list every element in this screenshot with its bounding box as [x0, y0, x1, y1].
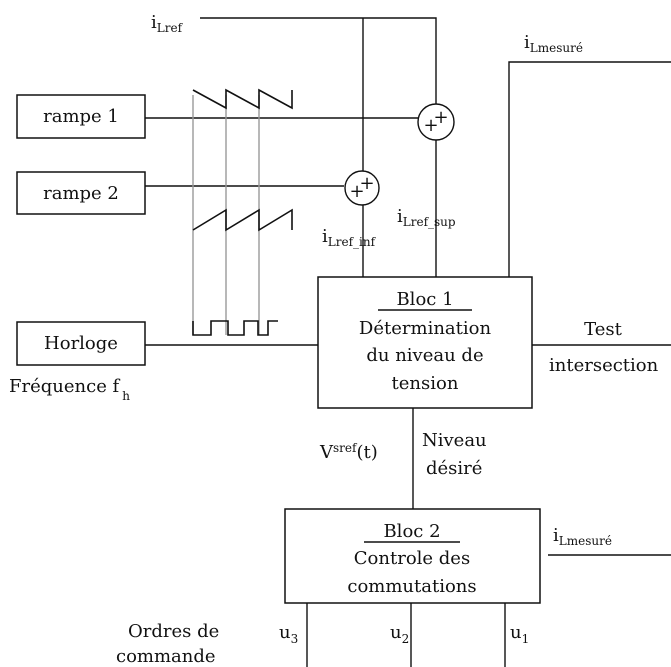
- horloge-label: Horloge: [44, 333, 118, 354]
- sawtooth-waveform-rampe2: [192, 208, 293, 232]
- horloge-block: Horloge: [16, 321, 146, 366]
- label-ordres-line2: commande: [116, 646, 216, 667]
- label-u3: u3: [279, 622, 298, 646]
- bloc2-title: Bloc 2: [383, 521, 440, 542]
- connection-wires: [145, 17, 671, 667]
- label-u2: u2: [390, 622, 409, 646]
- summer-inf-plus-2: +: [359, 173, 374, 194]
- bloc2-line1: Controle des: [354, 548, 470, 569]
- rampe2-label: rampe 2: [43, 183, 119, 204]
- wire-ilref-bus: [200, 17, 437, 104]
- label-test: Test: [584, 319, 622, 340]
- label-v-sref: Vsref(t): [319, 441, 378, 463]
- label-i-lref-sup: iLref_sup: [397, 206, 456, 229]
- label-u1: u1: [510, 622, 529, 646]
- summer-sup-plus-1: +: [423, 115, 438, 136]
- bloc1-line3: tension: [392, 373, 459, 394]
- rampe1-label: rampe 1: [43, 106, 119, 127]
- bloc1-line1: Détermination: [359, 318, 492, 339]
- wire-ilmesure-to-bloc1: [508, 61, 671, 277]
- label-niveau-line2: désiré: [426, 458, 482, 479]
- bloc1-title: Bloc 1: [396, 289, 453, 310]
- rampe1-block: rampe 1: [16, 94, 146, 139]
- bloc1-line2: du niveau de: [366, 345, 483, 366]
- label-niveau-line1: Niveau: [422, 430, 487, 451]
- sawtooth-waveform-rampe1: [192, 88, 293, 110]
- label-i-lmesure-bottom: iLmesuré: [553, 525, 612, 548]
- label-intersection: intersection: [549, 355, 659, 376]
- label-ordres-line1: Ordres de: [128, 621, 219, 642]
- summer-sup-plus-2: +: [433, 107, 448, 128]
- summer-inf: + +: [344, 170, 380, 206]
- bloc2-line2: commutations: [347, 576, 476, 597]
- bloc1: Bloc 1 Détermination du niveau de tensio…: [317, 276, 533, 409]
- label-i-lmesure-top: iLmesuré: [524, 32, 583, 55]
- summer-inf-plus-1: +: [349, 181, 364, 202]
- label-i-lref-inf: iLref_inf: [322, 226, 377, 249]
- rampe2-block: rampe 2: [16, 171, 146, 215]
- square-waveform-clock: [192, 320, 278, 336]
- label-i-lref: iLref: [151, 12, 184, 35]
- bloc2: Bloc 2 Controle des commutations: [284, 508, 541, 604]
- summer-sup: + +: [417, 103, 455, 141]
